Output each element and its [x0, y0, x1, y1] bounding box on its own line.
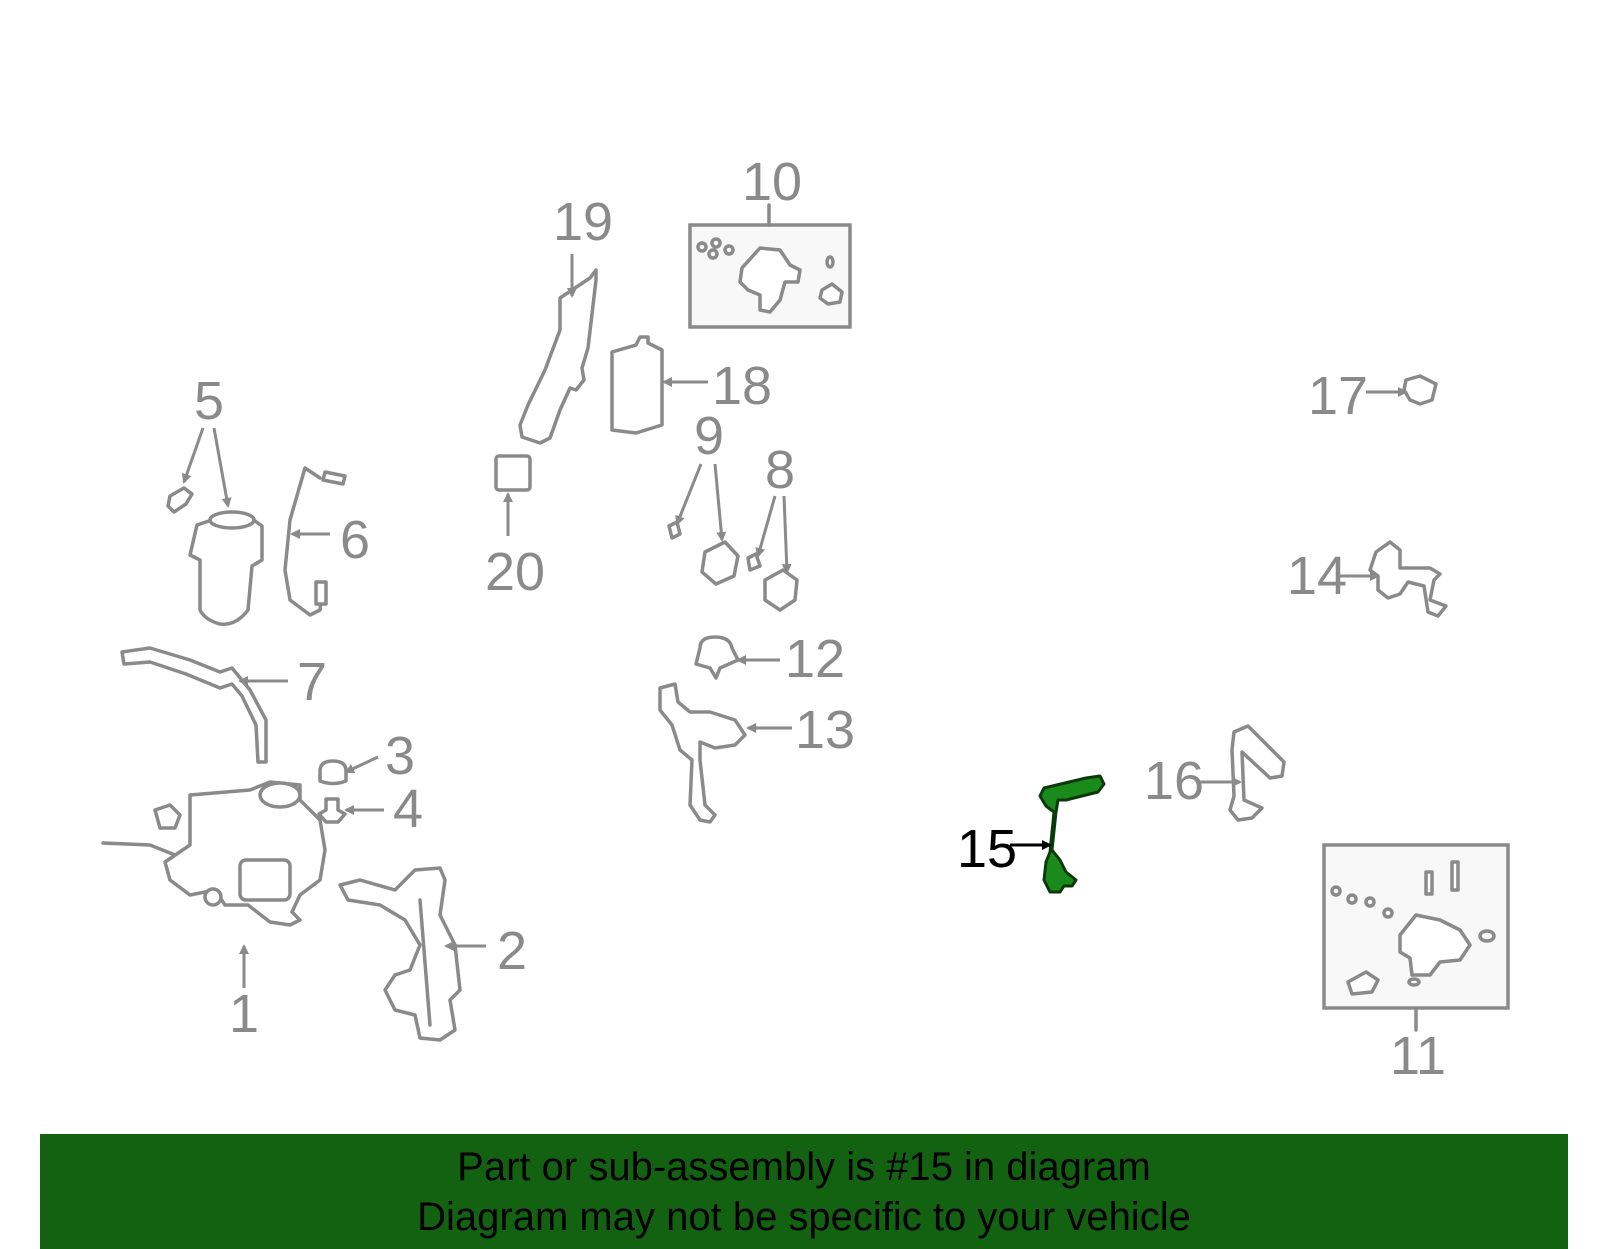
- part-4[interactable]: [317, 797, 347, 824]
- part-16[interactable]: [1228, 724, 1286, 822]
- part-7[interactable]: [120, 646, 268, 764]
- label-20: 20: [485, 542, 545, 602]
- label-12: 12: [785, 629, 845, 689]
- label-13: 13: [795, 700, 855, 760]
- label-1: 1: [229, 984, 259, 1044]
- part-14[interactable]: [1368, 540, 1448, 618]
- banner-line-2: Diagram may not be specific to your vehi…: [417, 1194, 1191, 1239]
- label-11: 11: [1390, 1026, 1446, 1086]
- part-12[interactable]: [694, 635, 740, 680]
- part-19[interactable]: [518, 268, 598, 445]
- part-11-kit[interactable]: [1322, 843, 1510, 1032]
- info-banner: Part or sub-assembly is #15 in diagram D…: [40, 1134, 1568, 1249]
- label-8: 8: [765, 440, 795, 500]
- label-6: 6: [340, 510, 370, 570]
- arrows: [181, 254, 1408, 988]
- part-10-kit[interactable]: [688, 203, 852, 329]
- label-5: 5: [194, 371, 224, 431]
- part-13[interactable]: [658, 682, 747, 824]
- part-9[interactable]: [667, 520, 740, 586]
- label-16: 16: [1144, 751, 1204, 811]
- part-20[interactable]: [494, 454, 532, 492]
- label-15: 15: [957, 819, 1017, 879]
- part-1[interactable]: [101, 780, 327, 927]
- label-9: 9: [694, 406, 724, 466]
- part-18[interactable]: [610, 335, 664, 435]
- label-10: 10: [742, 152, 802, 212]
- label-4: 4: [393, 779, 423, 839]
- label-7: 7: [297, 652, 327, 712]
- label-17: 17: [1308, 366, 1368, 426]
- part-3[interactable]: [318, 759, 348, 786]
- label-19: 19: [553, 192, 613, 252]
- label-3: 3: [385, 726, 415, 786]
- part-2[interactable]: [338, 866, 462, 1042]
- part-15-highlighted[interactable]: [1038, 774, 1106, 894]
- part-6[interactable]: [283, 466, 347, 617]
- banner-line-1: Part or sub-assembly is #15 in diagram: [457, 1144, 1151, 1189]
- label-2: 2: [497, 921, 527, 981]
- part-17[interactable]: [1402, 374, 1438, 406]
- part-5[interactable]: [166, 486, 264, 626]
- label-18: 18: [712, 356, 772, 416]
- part-8[interactable]: [746, 552, 799, 612]
